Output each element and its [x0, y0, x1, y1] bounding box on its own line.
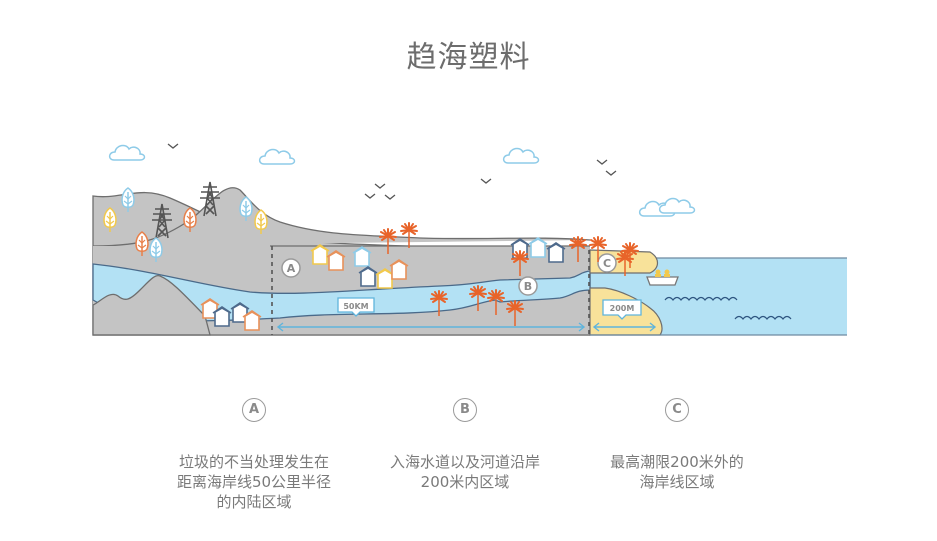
badge-c: C: [665, 398, 689, 422]
svg-text:A: A: [287, 262, 296, 275]
front-hill: [92, 274, 211, 336]
diagram-title: 趋海塑料: [406, 40, 531, 75]
badge-b: B: [453, 398, 477, 422]
label-200m: 200M: [602, 299, 642, 320]
bird-icon: [364, 193, 376, 199]
bird-icon: [480, 178, 492, 184]
zone-marker-b: B: [518, 276, 538, 296]
cloud-icon: [108, 144, 146, 161]
legend-item-b: B 入海水道以及河道沿岸 200米内区域: [345, 398, 585, 492]
legend-text-a: 垃圾的不当处理发生在 距离海岸线50公里半径 的内陆区域: [176, 453, 332, 511]
svg-text:C: C: [603, 257, 611, 270]
bird-icon: [384, 194, 396, 200]
palm-tree-icon: [400, 222, 418, 249]
svg-text:50KM: 50KM: [343, 302, 368, 311]
house-icon: [528, 237, 548, 258]
cloud-icon: [258, 148, 296, 165]
svg-text:B: B: [524, 280, 532, 293]
bird-icon: [167, 143, 179, 149]
boat-icon: [646, 269, 679, 286]
bird-icon: [605, 170, 617, 176]
legend-text-b: 入海水道以及河道沿岸 200米内区域: [389, 453, 540, 491]
badge-a: A: [242, 398, 266, 422]
cloud-icon: [658, 197, 696, 214]
bird-icon: [374, 183, 386, 189]
zone-marker-c: C: [597, 253, 617, 273]
zone-marker-a: A: [281, 258, 301, 278]
legend-text-c: 最高潮限200米外的 海岸线区域: [610, 453, 744, 491]
svg-text:200M: 200M: [610, 304, 635, 313]
legend-item-c: C 最高潮限200米外的 海岸线区域: [557, 398, 797, 492]
waves-icon: [664, 296, 738, 301]
cloud-icon: [502, 147, 540, 164]
distance-arrow-200m: [592, 322, 657, 332]
bird-icon: [596, 159, 608, 165]
distance-arrow-50km: [276, 322, 586, 332]
waves-icon: [734, 315, 792, 320]
legend-item-a: A 垃圾的不当处理发生在 距离海岸线50公里半径 的内陆区域: [134, 398, 374, 512]
label-50km: 50KM: [337, 297, 375, 317]
